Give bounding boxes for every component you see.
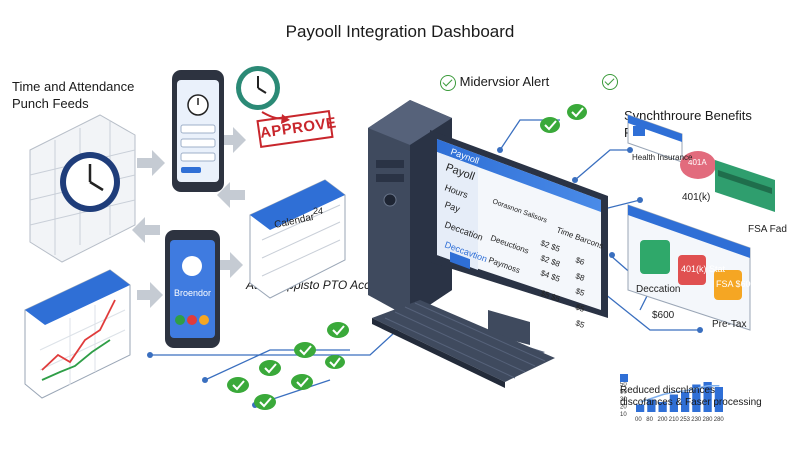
tile1-label: Deccation bbox=[636, 284, 680, 295]
result-bar bbox=[703, 382, 712, 412]
keyboard[interactable] bbox=[372, 300, 555, 388]
monitor-col3-0: $6 bbox=[574, 255, 586, 267]
k401-label: 401(k) bbox=[682, 192, 710, 203]
piggy-label: 401A bbox=[688, 158, 707, 167]
result-xtick: 230 bbox=[691, 417, 702, 423]
tile2-label: 401(k) Stat bbox=[681, 264, 726, 274]
result-xtick: 280 bbox=[714, 417, 725, 423]
benefits-panel-text: Deccation $600 401(k) Stat FSA $600 Pre-… bbox=[636, 264, 756, 330]
result-xtick: 253 bbox=[680, 417, 691, 423]
result-xtick: 280 bbox=[703, 417, 714, 423]
check-icon bbox=[440, 74, 456, 91]
result-bar bbox=[714, 387, 723, 412]
monitor-col3-3: $5 bbox=[574, 302, 586, 314]
monitor[interactable] bbox=[430, 130, 608, 365]
result-xtick: 210 bbox=[669, 417, 680, 423]
time-attendance-label: Time and Attendance Punch Feeds bbox=[12, 79, 135, 111]
wall-clock-icon bbox=[236, 66, 290, 124]
tile1-value: $600 bbox=[652, 310, 675, 321]
result-bar bbox=[636, 404, 645, 412]
result-xtick: 200 bbox=[658, 417, 669, 423]
fsa-card bbox=[715, 160, 775, 212]
calendar-icon: Calendar 24 bbox=[249, 179, 346, 299]
result-ytick: 50 bbox=[620, 390, 627, 396]
profile-name: Broendor bbox=[174, 288, 211, 298]
result-legend: Reduced discnlances discofances & Faser … bbox=[620, 361, 762, 409]
result-ytick: 10 bbox=[620, 412, 627, 418]
supervisor-alert-label: Midervsior Alert bbox=[459, 74, 550, 89]
result-ytick: 50 bbox=[620, 382, 627, 388]
result-bar bbox=[681, 392, 690, 412]
analytics-calendar bbox=[24, 269, 131, 399]
page-title: Payooll Integration Dashboard bbox=[285, 22, 515, 41]
flow-arrows bbox=[132, 127, 246, 308]
benefits-panel[interactable] bbox=[627, 204, 751, 331]
health-insurance-label: Health Insurance bbox=[632, 153, 693, 162]
result-legend-label: Reduced discnlances discofances & Faser … bbox=[620, 385, 762, 408]
mobile-phone-top[interactable] bbox=[172, 70, 224, 192]
mobile-phone-profile[interactable]: Broendor bbox=[165, 230, 220, 348]
piggy-bank-icon: 401A bbox=[680, 151, 716, 179]
calendar-number: 24 bbox=[313, 206, 323, 216]
result-ytick: 20 bbox=[620, 405, 627, 411]
tile3-label: FSA $600 bbox=[716, 279, 756, 289]
supervisor-alert: Midervsior Alert bbox=[440, 73, 549, 91]
check-icon bbox=[602, 74, 618, 90]
monitor-col3-4: $5 bbox=[574, 318, 586, 330]
result-bar bbox=[669, 394, 678, 412]
fsa-label: FSA Fad bbox=[748, 224, 787, 235]
tile3-sub: Pre-Tax bbox=[712, 319, 746, 330]
monitor-col3-1: $8 bbox=[574, 271, 586, 283]
clock-icon bbox=[60, 152, 120, 212]
result-trend-line bbox=[640, 385, 720, 403]
result-ytick: 30 bbox=[620, 397, 627, 403]
result-bar bbox=[647, 399, 656, 412]
result-xtick: 80 bbox=[646, 417, 653, 423]
result-bar bbox=[692, 384, 701, 412]
legend-swatch bbox=[620, 374, 628, 383]
approval-checks bbox=[227, 104, 587, 410]
monitor-col3-2: $5 bbox=[574, 286, 586, 298]
result-bar bbox=[658, 402, 667, 412]
result-xtick: 00 bbox=[635, 417, 642, 423]
